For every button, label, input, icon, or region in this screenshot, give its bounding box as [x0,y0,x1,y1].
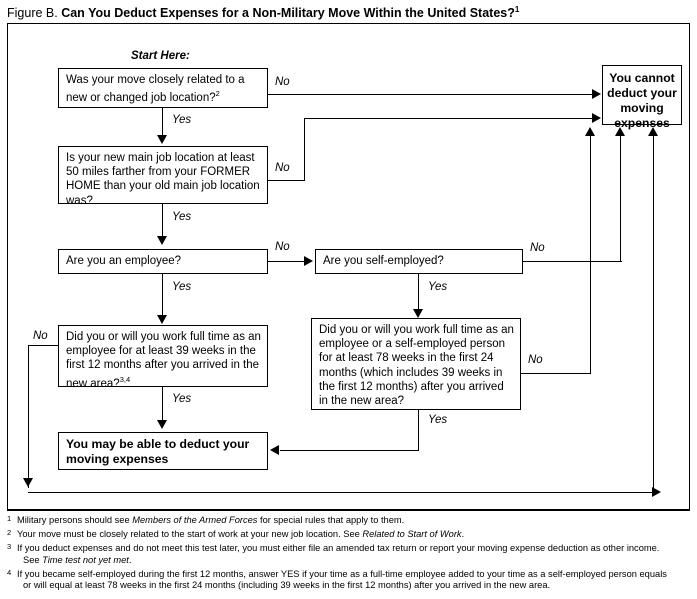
edge-q3-yes-line [162,274,164,317]
edge-label-q6-no: No [528,354,543,366]
footnote-2-part-1: Related to Start of Work [362,529,462,540]
edge-q4-no-line-h [523,261,622,263]
edge-label-q4-yes: Yes [428,281,448,293]
footnote-3-number: 3 [7,542,12,552]
decision-box-are-you-self-employed-text: Are you self-employed? [323,255,444,267]
edge-bottom-arrow-up [648,127,658,136]
edge-q5-yes-arrow [157,420,167,429]
edge-label-q4-no: No [530,242,545,254]
result-box-cannot-deduct-text: You cannot deduct your moving expenses [607,71,677,130]
edge-bottom-arrow-right [652,487,661,497]
footnote-divider [7,510,690,511]
edge-q1-yes-arrow [157,135,167,144]
footnote-1-text: Military persons should see Members of t… [17,515,404,525]
decision-box-are-you-self-employed[interactable]: Are you self-employed? [315,249,523,274]
footnote-2-text: Your move must be closely related to the… [17,529,464,539]
decision-box-are-you-employee-text: Are you an employee? [66,255,182,267]
page-title: Figure B. Can You Deduct Expenses for a … [7,2,687,21]
result-box-may-deduct-text: You may be able to deduct your moving ex… [66,437,250,466]
footnote-4-number: 4 [7,567,12,577]
edge-q1-no-line [268,94,593,96]
decision-box-39-weeks-footnote-ref: 3,4 [119,374,131,384]
footnote-2: 2 Your move must be closely related to t… [7,528,693,541]
edge-bottom-line-h [28,492,653,494]
edge-q3-yes-arrow [157,315,167,324]
footnote-2-part-2: . [461,529,465,540]
footnote-1-part-0: Military persons should see [17,515,133,525]
footnote-3-continuation: See Time test not yet met. [17,555,693,567]
edge-q4-yes-arrow [413,309,423,318]
decision-box-closely-related-text: Was your move closely related to a new o… [66,74,245,105]
edge-q2-no-line-v [304,118,306,181]
edge-q2-no-line-h1 [268,180,305,182]
edge-label-q5-no: No [33,330,48,342]
result-box-may-deduct[interactable]: You may be able to deduct your moving ex… [58,432,268,470]
footnote-1-part-1: Members of the Armed Forces [132,515,258,525]
footnote-1-number: 1 [7,514,12,523]
footnote-4-text: If you became self-employed during the f… [17,568,667,579]
edge-q5-no-arrow-down [23,478,33,487]
decision-box-closely-related[interactable]: Was your move closely related to a new o… [58,68,268,108]
edge-label-q6-yes: Yes [428,414,448,426]
footnote-4-continuation: or will equal at least 78 weeks in the f… [23,580,551,591]
edge-label-q1-yes: Yes [172,114,192,126]
figure-title-text: Can You Deduct Expenses for a Non-Milita… [61,6,515,21]
decision-box-are-you-employee[interactable]: Are you an employee? [58,249,268,274]
edge-q4-no-line-v [620,136,622,262]
edge-label-q2-yes: Yes [172,211,192,223]
edge-q3-no-line [268,261,307,263]
footnote-1: 1 Military persons should see Members of… [7,514,693,527]
edge-q6-yes-line-v [418,410,420,451]
decision-box-39-weeks-text: Did you or will you work full time as an… [66,331,261,390]
result-box-cannot-deduct[interactable]: You cannot deduct your moving expenses [602,65,682,130]
decision-box-fifty-miles[interactable]: Is your new main job location at least 5… [58,146,268,207]
start-here-label: Start Here: [131,50,190,62]
edge-q4-yes-line [418,274,420,312]
footnote-2-number: 2 [7,528,12,538]
edge-q6-no-line-h [521,373,591,375]
edge-label-q1-no: No [275,76,290,88]
footnote-4: 4 If you became self-employed during the… [7,567,693,592]
footnote-3-cont-part-0: See [23,554,43,565]
decision-box-closely-related-footnote-ref: 2 [215,89,220,99]
figure-label: Figure B. [7,6,58,21]
edge-q6-no-arrow [585,127,595,136]
footnote-3-cont-part-1: Time test not yet met [42,554,129,565]
footnote-3-text: If you deduct expenses and do not meet t… [17,543,660,554]
edge-label-q3-no: No [275,241,290,253]
edge-q2-yes-line [162,204,164,237]
edge-q1-no-arrow [592,89,601,99]
edge-q5-no-line-h [28,345,59,347]
decision-box-78-weeks-text: Did you or will you work full time as an… [319,324,514,408]
edge-bottom-line-v [653,136,655,493]
footnotes: 1 Military persons should see Members of… [7,514,693,595]
footnote-3-cont-part-2: . [128,554,132,565]
edge-label-q2-no: No [275,162,290,174]
footnote-1-part-2: for special rules that apply to them. [257,515,405,525]
edge-q6-yes-line-h [280,450,419,452]
edge-label-q3-yes: Yes [172,281,192,293]
edge-q2-yes-arrow [157,236,167,245]
edge-q6-yes-arrow [270,445,279,455]
edge-q4-no-arrow [615,127,625,136]
figure-title-footnote-ref: 1 [514,5,520,14]
decision-box-fifty-miles-text: Is your new main job location at least 5… [66,152,260,207]
edge-q5-no-line-v [28,345,30,488]
decision-box-39-weeks[interactable]: Did you or will you work full time as an… [58,325,268,390]
edge-q2-no-line-h2 [304,118,593,120]
edge-label-q5-yes: Yes [172,393,192,405]
edge-q2-no-arrow [592,113,601,123]
edge-q6-no-line-v [590,136,592,374]
edge-q5-yes-line [162,387,164,422]
edge-q3-no-arrow [304,256,313,266]
footnote-3: 3 If you deduct expenses and do not meet… [7,542,693,567]
footnote-2-part-0: Your move must be closely related to the… [17,529,363,540]
edge-q1-yes-line [162,108,164,137]
decision-box-78-weeks[interactable]: Did you or will you work full time as an… [311,318,521,410]
